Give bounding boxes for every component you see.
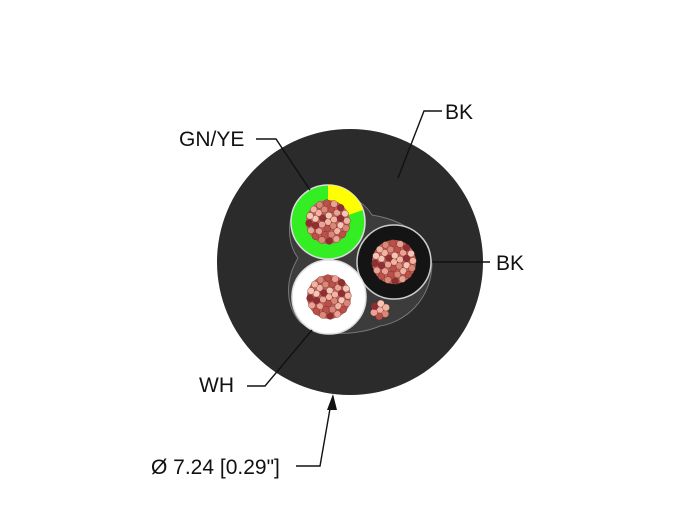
label-wh: WH xyxy=(199,374,234,397)
leader-bk-sheath xyxy=(397,110,442,179)
copper-strand xyxy=(407,250,415,258)
copper-strand xyxy=(404,271,412,279)
copper-strand xyxy=(381,249,389,257)
copper-strand xyxy=(342,285,350,293)
core-bk xyxy=(356,224,432,300)
diameter-arrowhead xyxy=(327,394,337,410)
copper-strand xyxy=(325,212,333,220)
copper-strand xyxy=(311,232,320,240)
copper-strand xyxy=(330,215,338,224)
copper-strand xyxy=(311,280,319,289)
copper-strand xyxy=(324,299,332,308)
copper-strand xyxy=(334,284,342,292)
copper-strand xyxy=(320,289,328,297)
copper-strand xyxy=(310,205,318,214)
copper-strand xyxy=(325,237,333,245)
copper-strand xyxy=(318,220,326,229)
copper-strand xyxy=(312,307,321,315)
copper-strand xyxy=(333,209,341,217)
copper-strand xyxy=(319,214,327,222)
copper-strand xyxy=(333,227,341,235)
copper-strand xyxy=(330,200,338,208)
copper-strand xyxy=(343,217,351,225)
copper-strand xyxy=(391,252,399,260)
copper-strand xyxy=(384,276,392,284)
copper-strand xyxy=(331,290,339,299)
copper-strand xyxy=(381,267,389,275)
copper-strand xyxy=(389,239,397,247)
copper-strand xyxy=(332,235,341,243)
copper-strand xyxy=(396,255,404,264)
leader-diameter xyxy=(296,402,332,467)
strand-bundle xyxy=(306,274,352,320)
copper-strand xyxy=(338,279,346,287)
label-diameter: Ø 7.24 [0.29"] xyxy=(151,456,280,479)
copper-strand xyxy=(319,311,327,319)
copper-strand xyxy=(319,295,327,304)
label-bk-sheath: BK xyxy=(445,101,473,124)
copper-strand xyxy=(337,204,345,212)
copper-strand xyxy=(323,199,331,207)
copper-strand xyxy=(385,254,393,262)
copper-strand xyxy=(333,310,342,318)
copper-strand xyxy=(409,257,417,265)
copper-strand xyxy=(399,249,407,257)
copper-strand xyxy=(326,287,334,295)
copper-strand xyxy=(316,302,324,310)
copper-strand xyxy=(317,276,325,284)
copper-strand xyxy=(376,299,385,308)
copper-strand xyxy=(341,210,349,218)
copper-strand xyxy=(342,224,350,232)
label-bk-core: BK xyxy=(496,252,524,275)
copper-strand xyxy=(371,259,379,267)
copper-strand xyxy=(315,209,323,217)
copper-strand xyxy=(315,227,323,235)
copper-strand xyxy=(326,312,334,320)
copper-strand xyxy=(375,312,384,321)
copper-strand xyxy=(376,245,384,254)
copper-strand xyxy=(384,260,392,269)
label-gn-ye: GN/YE xyxy=(179,128,244,151)
copper-strand xyxy=(382,241,390,249)
copper-strand xyxy=(372,252,380,260)
copper-strand xyxy=(408,264,416,272)
copper-strand xyxy=(370,308,378,317)
core-gn-ye xyxy=(290,184,366,260)
copper-strand xyxy=(403,244,411,252)
copper-strand xyxy=(324,274,332,282)
leader-gn-ye xyxy=(256,138,311,191)
copper-strand xyxy=(316,284,324,292)
copper-strand xyxy=(389,264,397,273)
copper-strand xyxy=(305,219,313,227)
copper-strand xyxy=(306,212,314,220)
copper-strand xyxy=(398,275,407,283)
copper-strand xyxy=(306,294,314,302)
copper-strand xyxy=(338,231,346,239)
copper-strand xyxy=(316,201,324,209)
copper-strand xyxy=(377,272,386,280)
copper-strand xyxy=(391,277,399,285)
copper-strand xyxy=(318,236,326,244)
copper-strand xyxy=(396,240,404,248)
strand-bundle xyxy=(305,199,351,245)
copper-strand xyxy=(307,287,315,295)
copper-strand xyxy=(344,292,352,300)
copper-strand xyxy=(339,306,347,314)
copper-strand xyxy=(308,301,316,310)
copper-strand xyxy=(323,224,331,233)
core-wh xyxy=(291,259,367,335)
copper-strand xyxy=(307,226,315,235)
strand-bundle xyxy=(371,239,417,285)
leader-wh xyxy=(247,329,313,387)
copper-strand xyxy=(399,267,407,275)
copper-strand xyxy=(382,303,390,312)
copper-strand xyxy=(334,302,342,310)
copper-strand xyxy=(373,266,381,275)
copper-strand xyxy=(331,275,339,283)
copper-strand xyxy=(343,299,351,307)
drain-wire-bundle xyxy=(370,299,390,321)
